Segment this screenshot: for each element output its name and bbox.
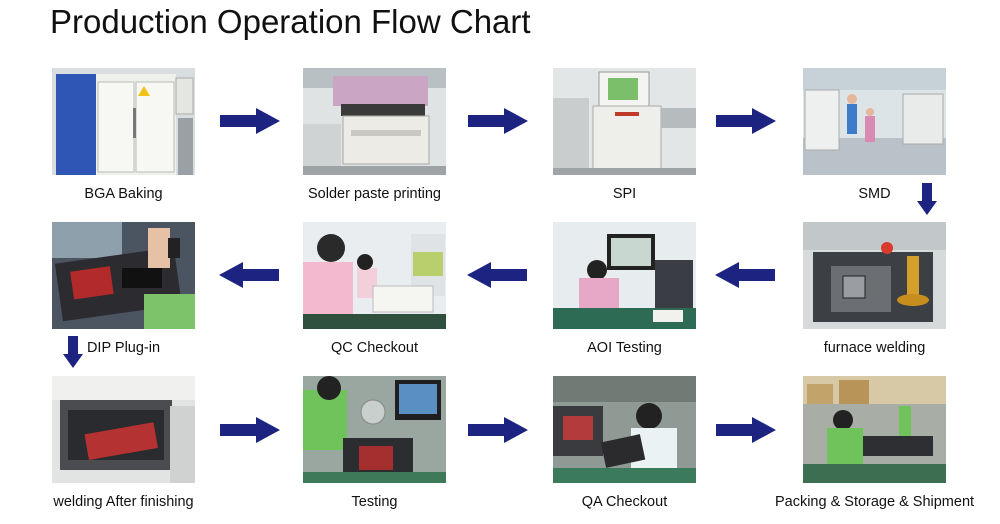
step-label: SMD (858, 186, 891, 202)
arrow-right-icon (468, 108, 528, 134)
arrow-left-icon (467, 262, 527, 288)
arrow-right-icon (220, 108, 280, 134)
dip-insertion-photo (52, 222, 195, 329)
oven-photo (52, 68, 195, 175)
test-bench-photo (303, 376, 446, 483)
page-title: Production Operation Flow Chart (50, 3, 531, 40)
packing-photo (803, 376, 946, 483)
step-label: SPI (612, 186, 637, 202)
step-label: AOI Testing (587, 340, 662, 356)
arrow-right-icon (220, 417, 280, 443)
arrow-right-icon (716, 108, 776, 134)
smt-line-photo (803, 68, 946, 175)
arrow-right-icon (716, 417, 776, 443)
arrow-right-icon (468, 417, 528, 443)
arrow-left-icon (715, 262, 775, 288)
step-label: Packing & Storage & Shipment (774, 494, 975, 510)
step-label: Solder paste printing (308, 186, 441, 202)
aoi-station-photo (553, 222, 696, 329)
arrow-down-icon (63, 336, 83, 368)
qa-inspection-photo (553, 376, 696, 483)
inspection-machine-photo (553, 68, 696, 175)
step-label: BGA Baking (84, 186, 163, 202)
step-label: QC Checkout (330, 340, 419, 356)
arrow-down-icon (917, 183, 937, 215)
printer-photo (303, 68, 446, 175)
step-label: DIP Plug-in (86, 340, 161, 356)
arrow-left-icon (219, 262, 279, 288)
wave-solder-photo (52, 376, 195, 483)
step-label: furnace welding (823, 340, 926, 356)
qc-station-photo (303, 222, 446, 329)
step-label: Testing (351, 494, 398, 510)
reflow-oven-photo (803, 222, 946, 329)
step-label: QA Checkout (581, 494, 668, 510)
step-label: welding After finishing (53, 494, 194, 510)
